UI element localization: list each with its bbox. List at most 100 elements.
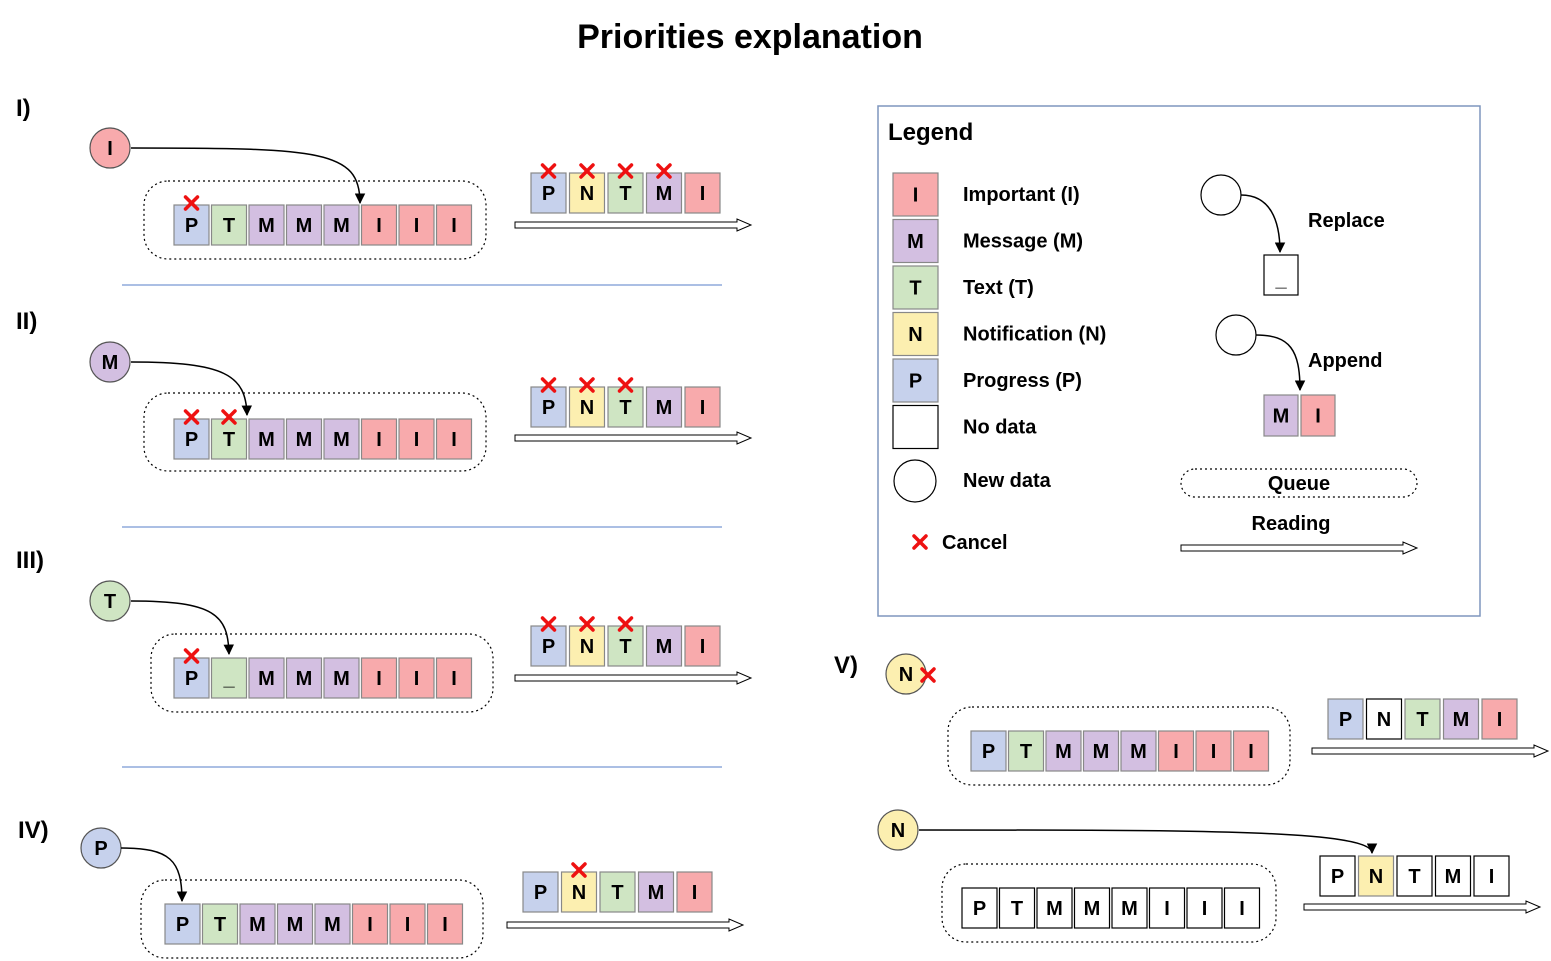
section-1-queue-cell-label: T xyxy=(223,215,235,237)
section-5-read-cell-box xyxy=(1365,698,1403,740)
section-2-queue-cell: T xyxy=(210,418,248,460)
section-5-queue-cell-box xyxy=(1045,730,1082,772)
section-2-queue-cell-label: M xyxy=(333,429,350,451)
section-3-queue-cell-label: P xyxy=(185,668,198,690)
legend-reading-arrow xyxy=(1180,541,1419,555)
section-1-read-cell: M xyxy=(645,172,683,214)
section-4-read-cell-label: P xyxy=(534,882,547,904)
section-2-queue-cell-label: P xyxy=(185,429,198,451)
section-1-read-cell: N xyxy=(568,172,606,214)
section-5-read-cell: T xyxy=(1404,698,1441,740)
section-1-read-cell: T xyxy=(607,172,644,214)
section-1-new-data: I xyxy=(89,127,131,169)
section-1-read-cell-box xyxy=(645,172,683,214)
section-6-read-cell-box xyxy=(1319,855,1356,897)
section-1-queue-cell-box xyxy=(173,204,210,246)
section-6-queue-cell-label: M xyxy=(1046,898,1063,920)
section-1-queue-cell-label: M xyxy=(258,215,275,237)
section-4-read-cancel-icon xyxy=(571,862,587,878)
legend-item-label: Important (I) xyxy=(963,184,1080,206)
section-2-read-cell: P xyxy=(530,386,567,428)
section-2-queue-cell-label: M xyxy=(258,429,275,451)
section-4-queue-cell-label: M xyxy=(249,914,266,936)
section-4-queue-cell-label: P xyxy=(176,914,189,936)
section-3-read-cell-box xyxy=(568,625,606,667)
section-5-queue-cell-box xyxy=(1232,730,1270,772)
section-2-read-cell: N xyxy=(568,386,606,428)
section-6-queue-cell-label: I xyxy=(1164,898,1170,920)
section-1-queue-cell-box xyxy=(398,204,435,246)
section-3-read-cell-label: I xyxy=(700,636,706,658)
section-6-read-cell: N xyxy=(1357,855,1395,897)
section-6-queue-cell-box xyxy=(1223,887,1261,929)
section-6-queue-cell-box xyxy=(1111,887,1148,929)
section-3-queue-cancel-icon xyxy=(183,648,200,664)
section-5-queue-cell-label: I xyxy=(1248,741,1254,763)
section-1-queue-cell: M xyxy=(285,204,323,246)
section-4-read-cell-label: T xyxy=(611,882,623,904)
section-1-queue-cell-label: M xyxy=(333,215,350,237)
section-1-queue-cell: P xyxy=(173,204,210,246)
legend-item-label: Message (M) xyxy=(963,231,1083,253)
section-3-queue-cell-box xyxy=(398,657,435,699)
diagram-title: Priorities explanation xyxy=(577,18,923,56)
legend-append-label: Append xyxy=(1308,350,1382,372)
section-2-reading-arrow xyxy=(514,431,753,445)
section-6-queue-cell-label: T xyxy=(1011,898,1023,920)
legend-item-swatch-box xyxy=(892,265,939,310)
section-1-queue-cell-label: I xyxy=(376,215,382,237)
section-3-queue-cell: I xyxy=(398,657,435,699)
section-4-read-cell: T xyxy=(599,871,636,913)
section-3-read-cancel-icon xyxy=(540,616,557,632)
legend-cancel-icon xyxy=(912,534,928,550)
section-4-queue-cell-box xyxy=(164,903,201,945)
section-2-queue-cell: I xyxy=(435,418,473,460)
section-5-read-cell-label: P xyxy=(1339,709,1352,731)
section-6-queue-cell-box xyxy=(998,887,1036,929)
legend-replace-label: Replace xyxy=(1308,210,1385,232)
section-1-queue-cell-box xyxy=(210,204,248,246)
section-2-insert-arrow xyxy=(130,361,253,417)
section-2-queue-cell: M xyxy=(248,418,285,460)
section-3-read-cell-label: P xyxy=(542,636,555,658)
section-5-read-cell-label: N xyxy=(1377,709,1391,731)
legend-cancel-label: Cancel xyxy=(942,532,1008,554)
legend-item-swatch-box xyxy=(892,172,939,217)
section-3-read-cell-label: M xyxy=(656,636,673,658)
section-3-queue-cell-box xyxy=(285,657,323,699)
section-5-queue-cell-label: M xyxy=(1055,741,1072,763)
section-6-read-cell-label: N xyxy=(1369,866,1383,888)
section-5-queue-cell-box xyxy=(1082,730,1120,772)
section-3-queue-cell-box xyxy=(248,657,285,699)
section-2-new-data: M xyxy=(89,341,131,383)
section-4-read-cell-box xyxy=(637,871,675,913)
section-1-read-cell-label: M xyxy=(656,183,673,205)
section-2-queue-cell: I xyxy=(360,418,398,460)
section-6-read-cell-box xyxy=(1396,855,1433,897)
section-5-queue-cell: I xyxy=(1232,730,1270,772)
section-3-queue-cell: I xyxy=(360,657,398,699)
section-2-queue-cell-box xyxy=(285,418,323,460)
section-2-read-cell: I xyxy=(684,386,721,428)
section-5-queue-cell-box xyxy=(1120,730,1157,772)
section-6-read-cell-label: I xyxy=(1489,866,1495,888)
section-5-read-cell: P xyxy=(1327,698,1364,740)
section-4-read-cell: P xyxy=(522,871,559,913)
section-3-queue-cell-box xyxy=(173,657,210,699)
legend-append-cell-label: I xyxy=(1315,406,1321,428)
section-3-insert-arrow xyxy=(130,600,235,656)
section-6-queue-cell: M xyxy=(1036,887,1073,929)
section-2-read-cell-box xyxy=(684,386,721,428)
section-1-queue-cell-box xyxy=(285,204,323,246)
legend-item-swatch: P xyxy=(892,358,939,403)
legend-item-swatch-box xyxy=(892,404,939,450)
section-3-read-cancel-icon xyxy=(579,616,595,632)
section-5-read-cell-box xyxy=(1481,698,1518,740)
section-3-read-cell-box xyxy=(607,625,644,667)
section-4-new-data-label: P xyxy=(94,838,107,860)
section-4-queue-cell: T xyxy=(201,903,239,945)
section-5-read-cell: I xyxy=(1481,698,1518,740)
section-5-queue-cell: P xyxy=(970,730,1007,772)
